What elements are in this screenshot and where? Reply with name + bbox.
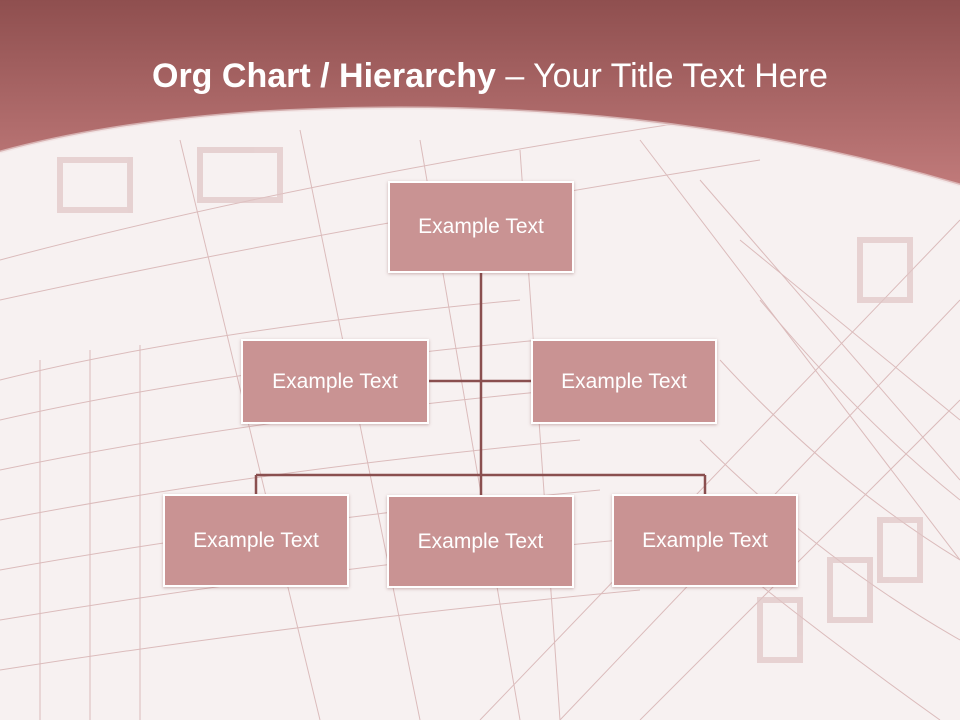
org-box-subordinate-right[interactable]: Example Text xyxy=(612,494,798,587)
org-box-assistant-right[interactable]: Example Text xyxy=(531,339,717,424)
org-box-assistant-left-label: Example Text xyxy=(272,369,398,393)
org-box-top-label: Example Text xyxy=(418,215,544,238)
org-box-top[interactable]: Example Text xyxy=(388,181,574,273)
org-box-subordinate-center[interactable]: Example Text xyxy=(387,495,574,588)
org-box-subordinate-left-label: Example Text xyxy=(193,528,319,552)
org-box-subordinate-left[interactable]: Example Text xyxy=(163,494,349,587)
header-band xyxy=(0,0,960,185)
title-bold: Org Chart / Hierarchy xyxy=(152,57,496,95)
org-box-assistant-left[interactable]: Example Text xyxy=(241,339,429,424)
slide-title: Org Chart / Hierarchy – Your Title Text … xyxy=(152,54,828,98)
title-rest: Your Title Text Here xyxy=(533,57,828,95)
org-box-subordinate-center-label: Example Text xyxy=(417,529,544,553)
org-box-assistant-right-label: Example Text xyxy=(561,369,687,393)
wireframe-pattern xyxy=(0,119,960,720)
title-dash: – xyxy=(495,57,534,95)
org-box-subordinate-right-label: Example Text xyxy=(642,528,768,552)
